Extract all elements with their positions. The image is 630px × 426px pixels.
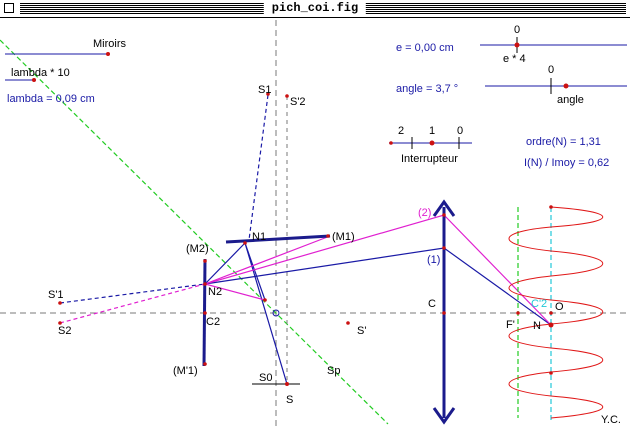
point-c[interactable]	[442, 311, 446, 315]
label-n2: N2	[208, 286, 222, 298]
label-s2prime: S'2	[290, 96, 306, 108]
point-screen-bottom[interactable]	[549, 371, 553, 375]
s2-dashed	[59, 283, 206, 324]
lambda-value: lambda = 0,09 cm	[7, 93, 95, 105]
label-c2prime: C'2	[531, 298, 547, 310]
label-sp: Sp	[327, 365, 340, 377]
s1prime-dashed	[59, 283, 206, 304]
interrupteur-tick-label-1: 1	[429, 125, 435, 137]
point-s1[interactable]	[266, 92, 270, 96]
label-m1: (M1)	[332, 231, 355, 243]
label-c: C	[428, 298, 436, 310]
close-box[interactable]	[4, 3, 14, 13]
label-s1prime: S'1	[48, 289, 64, 301]
miroirs-handle[interactable]	[106, 52, 110, 56]
point-s2prime[interactable]	[285, 94, 289, 98]
label-n1: N1	[252, 231, 266, 243]
point-lens-ray1[interactable]	[442, 246, 446, 250]
point-m1[interactable]	[326, 234, 330, 238]
point-n1[interactable]	[243, 241, 247, 245]
angle-tick-label: 0	[548, 64, 554, 76]
e-handle[interactable]	[514, 42, 520, 48]
point-n[interactable]	[548, 322, 554, 328]
lens-top-arrow	[432, 199, 456, 217]
label-m2: (M2)	[186, 243, 209, 255]
optics-figure: S1 S'2 S'1 S2 (M2) (M1) N1 N2 C2 (M'1) S…	[0, 20, 630, 426]
window-titlebar[interactable]: pich_coi.fig	[0, 0, 630, 18]
e-tick-label: 0	[514, 24, 520, 36]
ordre-readout: ordre(N) = 1,31	[526, 136, 601, 148]
intensity-readout: I(N) / Imoy = 0,62	[524, 157, 609, 169]
e-value: e = 0,00 cm	[396, 42, 454, 54]
e-slider-label: e * 4	[503, 53, 526, 65]
point-lens-ray2[interactable]	[442, 213, 446, 217]
label-s: S	[286, 394, 293, 406]
point-s1prime[interactable]	[58, 301, 62, 305]
interrupteur-handle[interactable]	[429, 140, 435, 146]
ray-2-source	[204, 235, 331, 285]
label-o: O	[555, 301, 564, 313]
label-n: N	[533, 320, 541, 332]
point-mirror-hit[interactable]	[263, 298, 267, 302]
window-title: pich_coi.fig	[263, 1, 367, 16]
point-n2[interactable]	[203, 282, 207, 286]
angle-handle[interactable]	[563, 83, 569, 89]
label-s2: S2	[58, 325, 71, 337]
point-o[interactable]	[549, 311, 553, 315]
point-fprime[interactable]	[516, 311, 520, 315]
miroirs-label: Miroirs	[93, 38, 126, 50]
label-sprime: S'	[357, 325, 366, 337]
point-screen-top[interactable]	[549, 205, 553, 209]
label-s1: S1	[258, 84, 271, 96]
point-sprime[interactable]	[346, 321, 350, 325]
source-point[interactable]	[285, 382, 289, 386]
ray-2	[202, 214, 552, 326]
separator-plane	[0, 39, 389, 425]
lens-bottom-arrow	[432, 407, 456, 425]
point-s2[interactable]	[58, 321, 62, 325]
point-m1prime[interactable]	[203, 362, 207, 366]
interrupteur-tick-label-2: 2	[398, 125, 404, 137]
label-m1prime: (M'1)	[173, 365, 198, 377]
point-center[interactable]	[272, 309, 280, 317]
credit: Y.C.	[601, 414, 621, 426]
label-ray2: (2)	[418, 207, 431, 219]
ray-1-mirror	[244, 242, 266, 301]
mirror-m1[interactable]	[225, 234, 331, 244]
lambda-handle[interactable]	[32, 78, 36, 82]
interrupteur-label: Interrupteur	[401, 153, 458, 165]
interrupteur-tick-label-0: 0	[457, 125, 463, 137]
angle-slider-label: angle	[557, 94, 584, 106]
interrupteur-start	[389, 141, 393, 145]
label-s0: S0	[259, 372, 272, 384]
s1-image-line	[248, 94, 269, 241]
interference-pattern	[508, 206, 603, 419]
angle-value: angle = 3,7 °	[396, 83, 458, 95]
lambda-x10-label: lambda * 10	[11, 67, 70, 79]
point-c2[interactable]	[203, 311, 207, 315]
label-fprime: F'	[506, 319, 515, 331]
point-m2[interactable]	[203, 259, 207, 263]
label-c2: C2	[206, 316, 220, 328]
label-ray1: (1)	[427, 254, 440, 266]
